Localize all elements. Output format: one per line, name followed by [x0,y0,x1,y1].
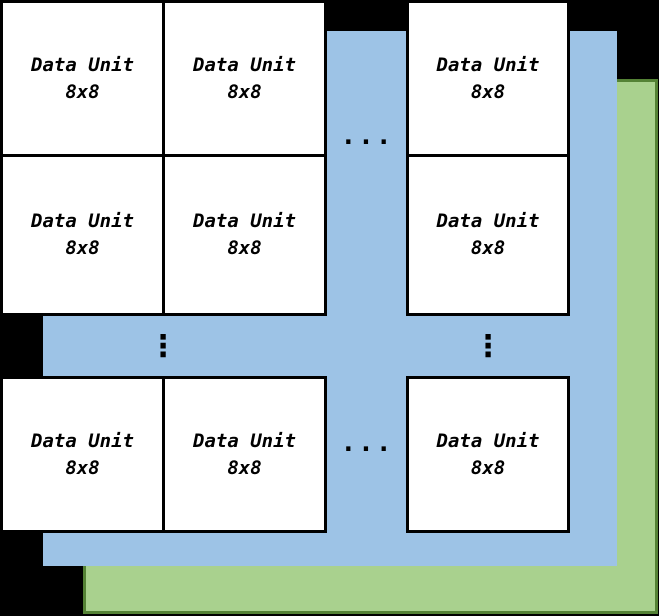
data-unit-label: Data Unit [31,429,134,452]
data-unit-cell: Data Unit 8x8 [162,0,327,157]
column-ellipsis-bottom: ... [340,428,394,458]
data-unit-size: 8x8 [65,237,100,259]
data-unit-label: Data Unit [193,210,296,232]
column-ellipsis-top: ... [340,121,394,151]
data-unit-size: 8x8 [470,456,506,479]
data-unit-cell: Data Unit 8x8 [0,376,165,533]
data-unit-size: 8x8 [470,80,506,103]
data-unit-label: Data Unit [436,210,540,232]
data-unit-size: 8x8 [65,80,100,103]
data-unit-cell: Data Unit 8x8 [406,376,570,533]
data-unit-label: Data Unit [436,429,540,452]
data-unit-label: Data Unit [436,53,540,76]
data-unit-cell: Data Unit 8x8 [0,0,165,157]
data-unit-cell: Data Unit 8x8 [0,154,165,316]
data-unit-cell: Data Unit 8x8 [406,0,570,157]
data-unit-label: Data Unit [193,53,296,76]
data-unit-label: Data Unit [193,429,296,452]
data-unit-cell: Data Unit 8x8 [406,154,570,316]
data-unit-size: 8x8 [227,80,262,103]
data-unit-size: 8x8 [470,237,506,259]
row-ellipsis-left: ⋮ [148,328,178,364]
data-unit-label: Data Unit [31,53,134,76]
data-unit-size: 8x8 [227,456,262,479]
data-unit-label: Data Unit [31,210,134,232]
data-unit-size: 8x8 [65,456,100,479]
data-unit-cell: Data Unit 8x8 [162,376,327,533]
data-unit-cell: Data Unit 8x8 [162,154,327,316]
row-ellipsis-right: ⋮ [473,328,503,364]
data-unit-size: 8x8 [227,237,262,259]
